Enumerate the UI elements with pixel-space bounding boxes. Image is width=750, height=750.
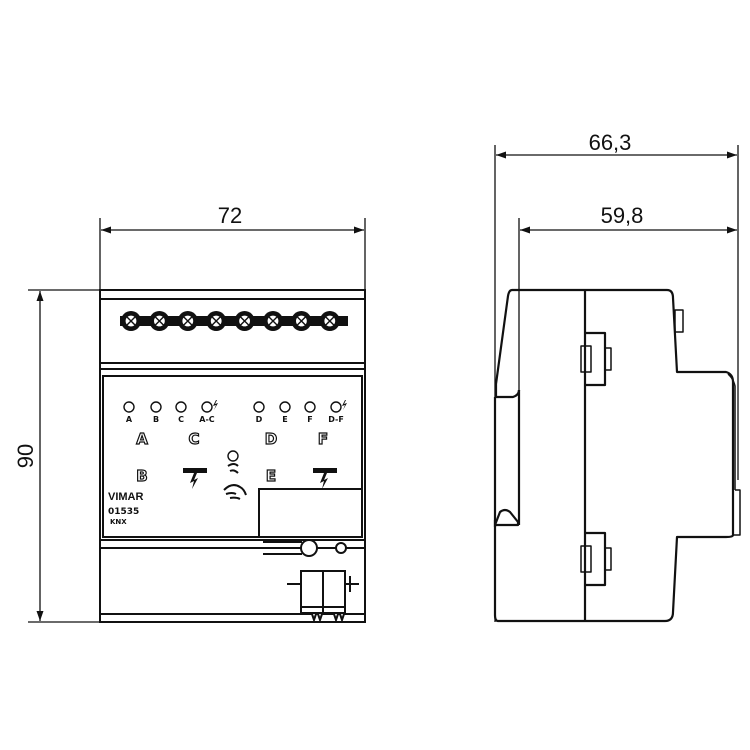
knx-logo: KNX xyxy=(110,518,127,526)
channel-labels: A C D F B E xyxy=(136,429,329,485)
screw-terminal xyxy=(121,311,141,331)
dimension-side-total-label: 66,3 xyxy=(589,130,632,155)
status-led xyxy=(330,401,342,413)
led-label: E xyxy=(282,415,287,424)
status-led xyxy=(304,401,316,413)
manual-mode-led xyxy=(227,450,239,462)
led-labels: A B C A-C D E F D-F xyxy=(126,400,347,424)
channel-label: E xyxy=(266,467,276,485)
led-label: D xyxy=(256,415,263,424)
led-label: A-C xyxy=(199,415,215,424)
status-led xyxy=(201,401,213,413)
channel-label: A xyxy=(136,430,148,448)
terminal-strip xyxy=(120,311,348,331)
front-view xyxy=(99,289,366,623)
led-label: F xyxy=(307,415,312,424)
status-led xyxy=(279,401,291,413)
screw-terminal xyxy=(291,311,312,331)
screw-terminal xyxy=(177,311,198,331)
output-toggle-icon xyxy=(183,468,337,489)
channel-label: D xyxy=(265,430,277,448)
dimension-side-body xyxy=(518,218,737,395)
side-view xyxy=(493,288,741,623)
status-led xyxy=(123,401,135,413)
dimension-height-label: 90 xyxy=(13,444,38,468)
led-row xyxy=(123,401,342,413)
dimension-side-body-label: 59,8 xyxy=(601,203,644,228)
manual-hand-icon xyxy=(223,463,247,500)
channel-label: B xyxy=(136,467,147,485)
dimension-width-label: 72 xyxy=(218,203,242,228)
dimension-width xyxy=(99,218,366,290)
screw-terminal xyxy=(263,311,283,331)
led-label: B xyxy=(153,415,159,424)
status-led xyxy=(150,401,162,413)
led-label: A xyxy=(126,415,133,424)
led-label: C xyxy=(178,415,184,424)
status-led xyxy=(253,401,265,413)
programming-button[interactable] xyxy=(263,539,347,557)
dimension-height xyxy=(28,289,100,623)
bus-connector xyxy=(287,570,359,624)
screw-terminal xyxy=(206,311,227,331)
model-number: 01535 xyxy=(108,507,139,517)
screw-terminal xyxy=(319,311,340,331)
status-led xyxy=(175,401,187,413)
channel-label: C xyxy=(188,430,199,448)
brand-logo: VIMAR xyxy=(108,491,144,503)
channel-label: F xyxy=(318,430,328,448)
screw-terminal xyxy=(149,311,170,331)
screw-terminal xyxy=(234,311,255,331)
led-label: D-F xyxy=(328,415,344,424)
